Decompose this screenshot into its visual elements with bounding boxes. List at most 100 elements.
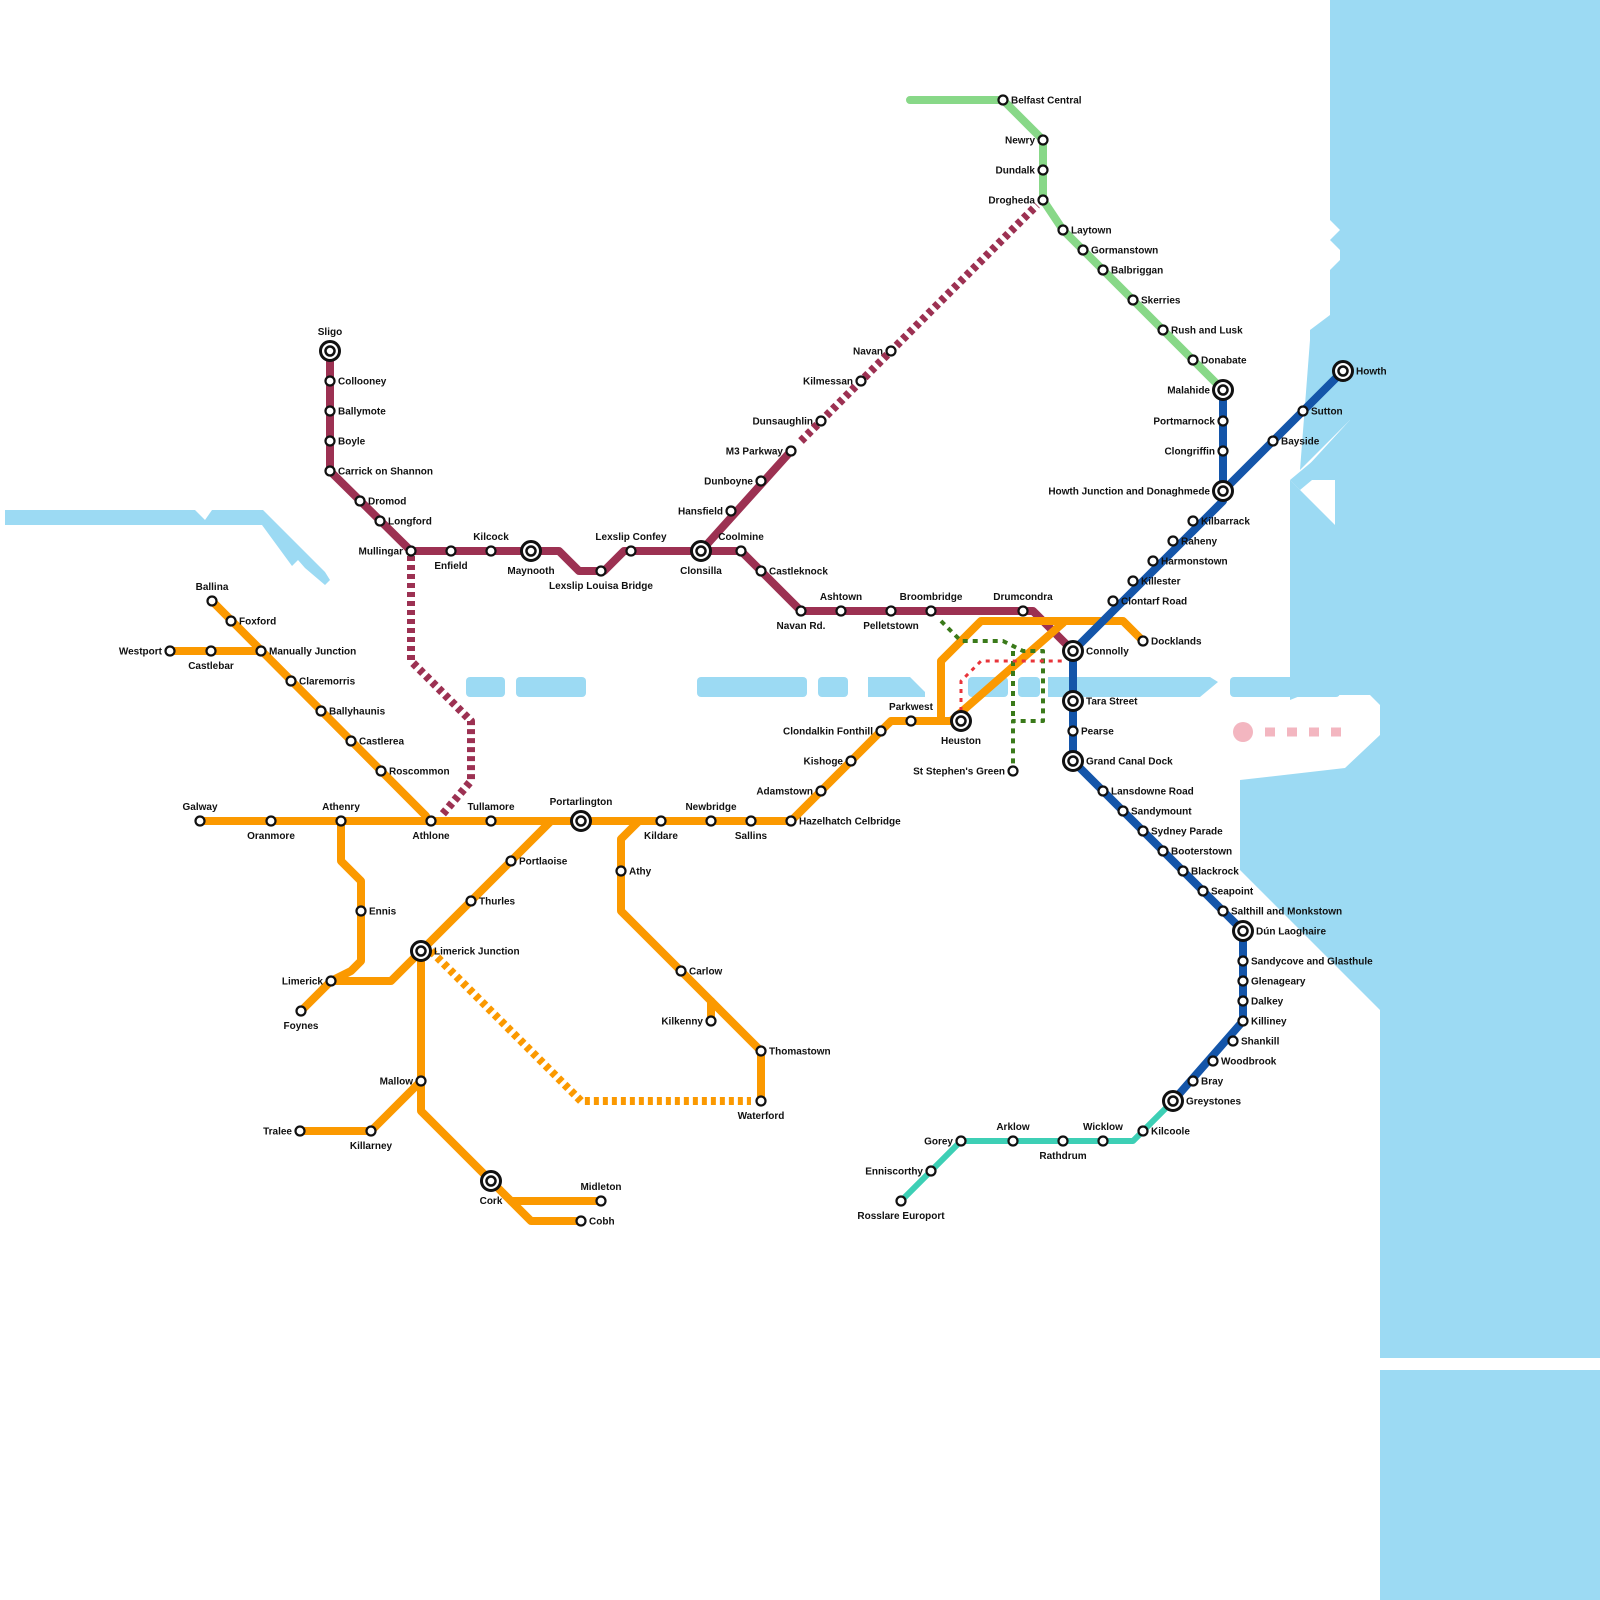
- station-marker-rush-and-lusk: [1157, 324, 1169, 336]
- station-marker-st-stephen-s-green: [1007, 765, 1019, 777]
- line-segment-rosslare-0: [898, 1098, 1176, 1204]
- station-label-clonsilla: Clonsilla: [680, 566, 722, 577]
- canal-5: [868, 677, 925, 697]
- station-marker-cobh: [575, 1215, 587, 1227]
- station-marker-athlone: [425, 815, 437, 827]
- station-label-raheny: Raheny: [1181, 537, 1218, 548]
- station-label-dunboyne: Dunboyne: [704, 477, 753, 488]
- station-killester: [1127, 575, 1139, 587]
- howth-peninsula-water: [1290, 330, 1410, 700]
- station-sutton: [1297, 405, 1309, 417]
- station-marker-lexslip-confey: [625, 545, 637, 557]
- station-mullingar: [405, 545, 417, 557]
- station-marker-mallow: [415, 1075, 427, 1087]
- interchange-core-maynooth: [525, 545, 537, 557]
- station-label-shankill: Shankill: [1241, 1037, 1280, 1048]
- station-shankill: [1227, 1035, 1239, 1047]
- station-drumcondra: [1017, 605, 1029, 617]
- interchange-core-greystones: [1167, 1095, 1179, 1107]
- station-marker-coolmine: [735, 545, 747, 557]
- station-label-drogheda: Drogheda: [988, 196, 1035, 207]
- station-marker-killester: [1127, 575, 1139, 587]
- station-label-gormanstown: Gormanstown: [1091, 246, 1158, 257]
- station-marker-donabate: [1187, 354, 1199, 366]
- station-dunboyne: [755, 475, 767, 487]
- station-label-thomastown: Thomastown: [769, 1047, 831, 1058]
- station-broombridge: [925, 605, 937, 617]
- station-label-sallins: Sallins: [735, 831, 768, 842]
- station-bayside: [1267, 435, 1279, 447]
- line-enterprise: [906, 96, 1227, 394]
- station-label-galway: Galway: [182, 802, 217, 813]
- station-drogheda: [1037, 194, 1049, 206]
- station-marker-navan: [885, 345, 897, 357]
- station-marker-foxford: [225, 615, 237, 627]
- station-label-broombridge: Broombridge: [900, 592, 963, 603]
- station-donabate: [1187, 354, 1199, 366]
- station-label-lexslip-confey: Lexslip Confey: [595, 532, 667, 543]
- station-thurles: [465, 895, 477, 907]
- line-segment-orange-intercity-6: [296, 947, 425, 1135]
- station-dundalk: [1037, 164, 1049, 176]
- interchange-core-malahide: [1217, 384, 1229, 396]
- station-label-balbriggan: Balbriggan: [1111, 266, 1163, 277]
- station-marker-athy: [615, 865, 627, 877]
- interchange-core-dun-laoghaire: [1237, 925, 1249, 937]
- station-enniscorthy: [925, 1165, 937, 1177]
- station-greystones: [1162, 1090, 1184, 1112]
- station-marker-sutton: [1297, 405, 1309, 417]
- station-collooney: [324, 375, 336, 387]
- station-enfield: [445, 545, 457, 557]
- line-segment-luas-red-0: [959, 659, 1063, 711]
- station-marker-kilmessan: [855, 375, 867, 387]
- station-marker-woodbrook: [1207, 1055, 1219, 1067]
- station-marker-claremorris: [285, 675, 297, 687]
- station-label-heuston: Heuston: [941, 736, 981, 747]
- station-label-dun-laoghaire: Dún Laoghaire: [1256, 927, 1326, 938]
- station-marker-pelletstown: [885, 605, 897, 617]
- station-waterford: [755, 1095, 767, 1107]
- station-navan: [885, 345, 897, 357]
- station-marker-gorey: [955, 1135, 967, 1147]
- interchange-core-limerick-junction: [415, 945, 427, 957]
- line-segment-orange-intercity-8: [507, 1197, 585, 1225]
- station-label-glenageary: Glenageary: [1251, 977, 1306, 988]
- station-marker-midleton: [595, 1195, 607, 1207]
- station-longford: [374, 515, 386, 527]
- canal-1: [466, 677, 505, 697]
- station-label-adamstown: Adamstown: [756, 787, 813, 798]
- labels-layer: Belfast CentralNewryDundalkDroghedaLayto…: [119, 96, 1387, 1228]
- canal-3: [697, 677, 807, 697]
- station-label-kilbarrack: Kilbarrack: [1201, 517, 1250, 528]
- station-marker-ballina: [206, 595, 218, 607]
- station-athy: [615, 865, 627, 877]
- station-ballyhaunis: [315, 705, 327, 717]
- station-label-athy: Athy: [629, 867, 652, 878]
- station-athenry: [335, 815, 347, 827]
- station-label-enniscorthy: Enniscorthy: [865, 1167, 923, 1178]
- station-dunsaughlin: [815, 415, 827, 427]
- station-marker-sydney-parade: [1137, 825, 1149, 837]
- station-label-tullamore: Tullamore: [467, 802, 514, 813]
- station-balbriggan: [1097, 264, 1109, 276]
- station-marker-skerries: [1127, 294, 1139, 306]
- station-label-newbridge: Newbridge: [685, 802, 737, 813]
- station-label-bayside: Bayside: [1281, 437, 1320, 448]
- station-seapoint: [1197, 885, 1209, 897]
- station-marker-carrick-on-shannon: [324, 465, 336, 477]
- station-label-kishoge: Kishoge: [804, 757, 844, 768]
- station-skerries: [1127, 294, 1139, 306]
- station-marker-tullamore: [485, 815, 497, 827]
- station-tralee: [294, 1125, 306, 1137]
- station-marker-pearse: [1067, 725, 1079, 737]
- station-kilmessan: [855, 375, 867, 387]
- station-marker-killiney: [1237, 1015, 1249, 1027]
- station-pearse: [1067, 725, 1079, 737]
- line-segment-enterprise-0: [906, 96, 1227, 394]
- station-foxford: [225, 615, 237, 627]
- station-label-mullingar: Mullingar: [359, 547, 404, 558]
- station-marker-kildare: [655, 815, 667, 827]
- station-marker-sandycove-and-glasthule: [1237, 955, 1249, 967]
- station-marker-drogheda: [1037, 194, 1049, 206]
